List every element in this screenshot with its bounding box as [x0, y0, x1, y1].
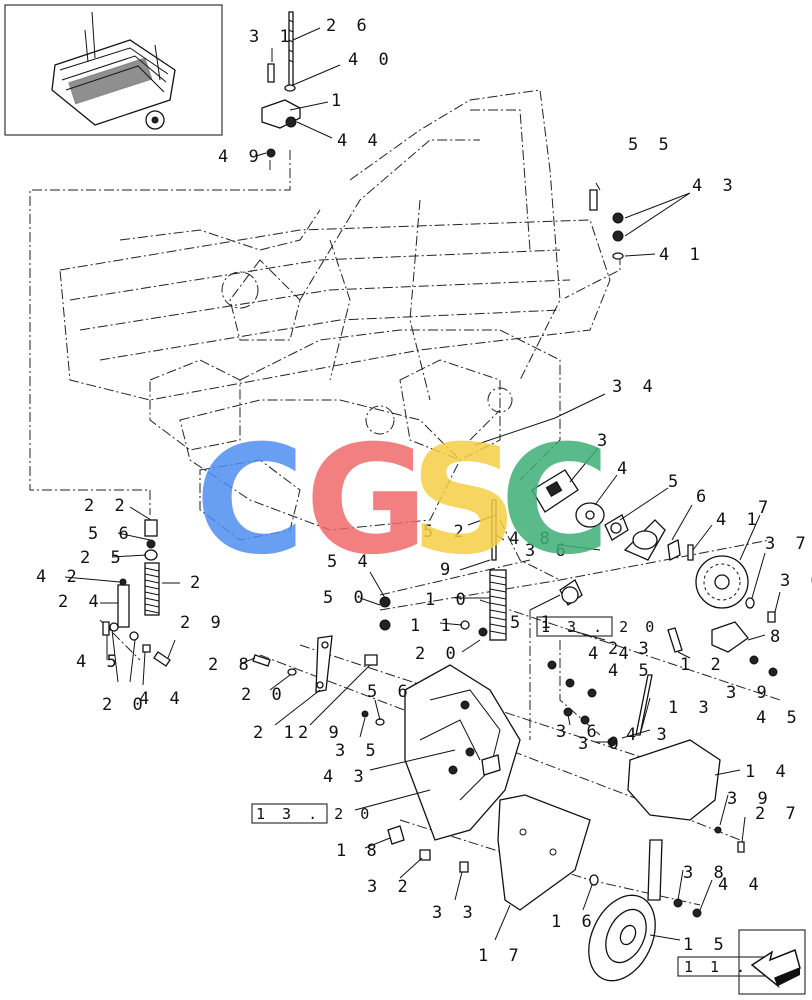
callout-42: 4 2: [36, 567, 82, 587]
callout-39b: 3 9: [727, 789, 773, 809]
callout-34: 3 4: [612, 377, 658, 397]
parts: [102, 11, 778, 982]
callouts: 2 6 3 1 4 0 1 4 4 4 9 5 5 4 3 4 1 3 4 3 …: [36, 16, 812, 966]
callout-18: 1 8: [336, 841, 382, 861]
callout-50: 5 0: [323, 588, 369, 608]
arrow-icon: [750, 948, 801, 989]
reference-13-20-lower: 1 3 . 2 0: [256, 805, 373, 823]
callout-13: 1 3: [668, 698, 714, 718]
callout-11: 1 1: [410, 616, 456, 636]
small-bolt: [267, 63, 275, 83]
callout-45b: 4 5: [608, 661, 654, 681]
belt-shield: [497, 794, 591, 911]
callout-41b: 4 1: [716, 510, 762, 530]
callout-52: 5 2: [423, 522, 469, 542]
reference-13-20-upper: 1 3 . 2 0: [541, 618, 658, 636]
callout-8: 8: [770, 627, 785, 647]
callout-16: 1 6: [551, 912, 597, 932]
callout-32: 3 2: [367, 877, 413, 897]
callout-40: 4 0: [348, 50, 394, 70]
callout-7: 7: [758, 498, 773, 518]
callout-51: 5 1: [510, 613, 556, 633]
chain-cover: [627, 739, 721, 821]
callout-10: 1 0: [425, 590, 471, 610]
callout-5: 5: [668, 472, 683, 492]
callout-48: 4 8: [509, 529, 555, 549]
callout-43b: 4 3: [626, 725, 672, 745]
callout-44d: 4 4: [718, 875, 764, 895]
tensioner-block: [711, 621, 749, 653]
callout-20c: 2 0: [102, 695, 148, 715]
callout-36b: 3 6: [556, 722, 602, 742]
leader-lines: [64, 27, 781, 941]
watermark-letter-s: S: [410, 414, 518, 588]
callout-2: 2: [190, 573, 205, 593]
callout-9: 9: [440, 560, 455, 580]
callout-3: 3: [597, 431, 612, 451]
callout-6: 6: [696, 487, 711, 507]
callout-28: 2 8: [208, 655, 254, 675]
watermark: C G S C: [195, 414, 610, 588]
callout-30b: 3 0: [578, 734, 624, 754]
baler-thumbnail-icon: [51, 11, 176, 130]
callout-55: 5 5: [628, 135, 674, 155]
idler-arm: [315, 635, 333, 693]
callout-44c: 4 4: [139, 689, 185, 709]
callout-12: 1 2: [680, 655, 726, 675]
shock-absorber: [117, 584, 130, 628]
callout-25: 2 5: [80, 548, 126, 568]
callout-30: 3 0: [780, 571, 812, 591]
callout-17: 1 7: [478, 946, 524, 966]
callout-44b: 4 4: [588, 644, 634, 664]
callout-54: 5 4: [327, 552, 373, 572]
callout-14: 1 4: [745, 762, 791, 782]
callout-31: 3 1: [249, 27, 295, 47]
callout-36: 3 6: [525, 541, 571, 561]
callout-15: 1 5: [683, 935, 729, 955]
callout-37: 3 7: [765, 534, 811, 554]
overview-inset: [4, 4, 223, 136]
callout-56: 5 6: [88, 524, 134, 544]
callout-24: 2 4: [58, 592, 104, 612]
callout-29a: 2 9: [180, 613, 226, 633]
callout-41: 4 1: [659, 245, 705, 265]
callout-20b: 2 0: [241, 685, 287, 705]
callout-4: 4: [617, 459, 632, 479]
callout-49: 4 9: [218, 147, 264, 167]
watermark-letter-c2: C: [500, 414, 610, 588]
spring-center: [489, 569, 507, 641]
spring-left: [144, 562, 160, 616]
callout-44: 4 4: [337, 131, 383, 151]
callout-39a: 3 9: [726, 683, 772, 703]
gauge-wheel: [588, 894, 656, 982]
callout-23: 2 3: [608, 639, 654, 659]
callout-26: 2 6: [326, 16, 372, 36]
callout-45c: 4 5: [756, 708, 802, 728]
callout-21: 2 1: [253, 723, 299, 743]
callout-20a: 2 0: [415, 644, 461, 664]
watermark-letter-g: G: [305, 414, 428, 588]
callout-56b: 5 6: [367, 682, 413, 702]
callout-33: 3 3: [432, 903, 478, 923]
callout-38: 3 8: [683, 863, 729, 883]
callout-1: 1: [331, 91, 346, 111]
next-page-arrow[interactable]: [738, 929, 806, 995]
callout-43c: 4 3: [323, 767, 369, 787]
callout-35: 3 5: [335, 741, 381, 761]
callout-43: 4 3: [692, 176, 738, 196]
callout-29b: 2 9: [298, 723, 344, 743]
watermark-letter-c1: C: [195, 414, 305, 588]
callout-27: 2 7: [755, 804, 801, 824]
machine-frame-outline: [59, 89, 611, 541]
callout-45a: 4 5: [76, 652, 122, 672]
callout-22: 2 2: [84, 496, 130, 516]
main-mounting-bracket: [404, 664, 521, 841]
